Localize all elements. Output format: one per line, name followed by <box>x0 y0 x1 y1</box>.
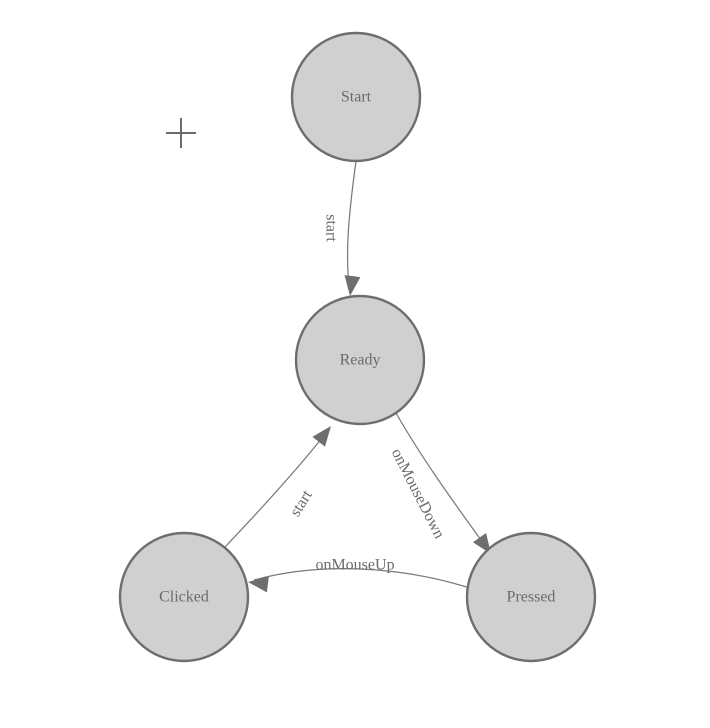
node-ready[interactable]: Ready <box>294 294 426 426</box>
edge-line <box>253 568 471 589</box>
edge-line <box>395 412 487 548</box>
edge-clicked-to-ready[interactable]: start <box>224 421 337 548</box>
edge-line <box>346 160 357 293</box>
node-circle <box>290 31 422 163</box>
arrowhead-icon <box>248 576 269 593</box>
marker-crosshair-icon[interactable] <box>166 118 196 148</box>
edge-start-to-ready[interactable]: start <box>322 160 361 297</box>
edge-label: onMouseUp <box>315 557 394 574</box>
node-clicked[interactable]: Clicked <box>118 531 250 663</box>
arrowhead-icon <box>472 533 491 554</box>
node-circle <box>294 294 426 426</box>
node-circle <box>118 531 250 663</box>
edge-ready-to-pressed[interactable]: onMouseDown <box>388 412 498 559</box>
markers-layer <box>166 118 196 148</box>
arrowhead-icon <box>344 275 361 296</box>
node-start[interactable]: Start <box>290 31 422 163</box>
arrowhead-icon <box>312 426 331 447</box>
node-label: Start <box>341 89 372 106</box>
node-label: Pressed <box>507 589 556 606</box>
edge-label: start <box>287 487 316 520</box>
edge-pressed-to-clicked[interactable]: onMouseUp <box>247 557 471 593</box>
node-pressed[interactable]: Pressed <box>465 531 597 663</box>
edge-line <box>224 432 327 548</box>
node-label: Clicked <box>159 589 209 606</box>
node-label: Ready <box>340 352 381 369</box>
edge-label: onMouseDown <box>388 446 448 542</box>
node-circle <box>465 531 597 663</box>
edge-label: start <box>322 214 339 242</box>
